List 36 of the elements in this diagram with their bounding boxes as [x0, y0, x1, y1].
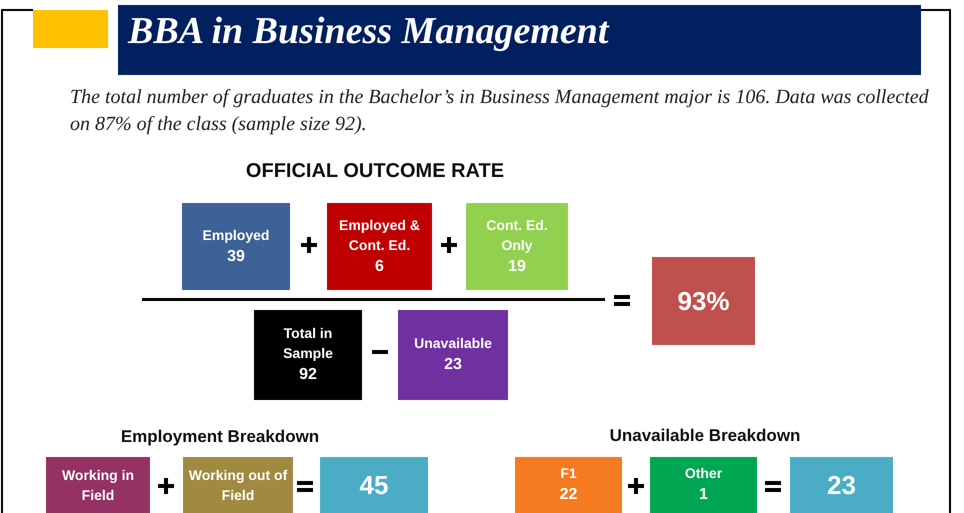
value-number: 1	[699, 485, 708, 505]
value-number: 19	[508, 256, 526, 276]
value-number: 92	[299, 365, 317, 385]
value-number: 22	[560, 485, 578, 505]
intro-paragraph: The total number of graduates in the Bachelor’s in Business Management major is 106. Data was collected on 87% of the class (sample size 92).	[70, 85, 930, 137]
box-label: Employed	[202, 226, 270, 244]
value-box	[790, 457, 893, 513]
value-number: 39	[227, 246, 245, 266]
section-heading: Employment Breakdown	[120, 427, 320, 447]
value-number: 93%	[677, 286, 730, 316]
section-heading: Unavailable Breakdown	[608, 426, 802, 446]
value-box	[182, 203, 290, 290]
value-number: 6	[375, 256, 384, 276]
value-box	[254, 310, 362, 400]
box-label: Cont. Ed. Only	[485, 216, 549, 254]
title-banner: BBA in Business Management	[118, 5, 921, 75]
value-box	[466, 203, 568, 290]
value-box	[46, 457, 150, 513]
box-label: Employed & Cont. Ed.	[338, 216, 421, 254]
section-heading: OFFICIAL OUTCOME RATE	[244, 160, 506, 183]
value-box	[183, 457, 293, 513]
box-label: Total in Sample	[282, 324, 334, 363]
value-number: 45	[360, 470, 388, 500]
box-label: F1	[560, 464, 577, 483]
box-label: Working out of Field	[188, 466, 288, 505]
value-number: 23	[444, 355, 462, 375]
value-number: 23	[827, 470, 856, 500]
value-box	[650, 457, 757, 513]
box-label: Unavailable	[414, 334, 492, 353]
value-box	[398, 310, 508, 400]
value-box	[320, 457, 428, 513]
value-box	[652, 257, 755, 345]
value-box	[515, 457, 622, 513]
value-box	[327, 203, 432, 290]
box-label: Working in Field	[60, 466, 136, 505]
box-label: Other	[684, 464, 722, 483]
